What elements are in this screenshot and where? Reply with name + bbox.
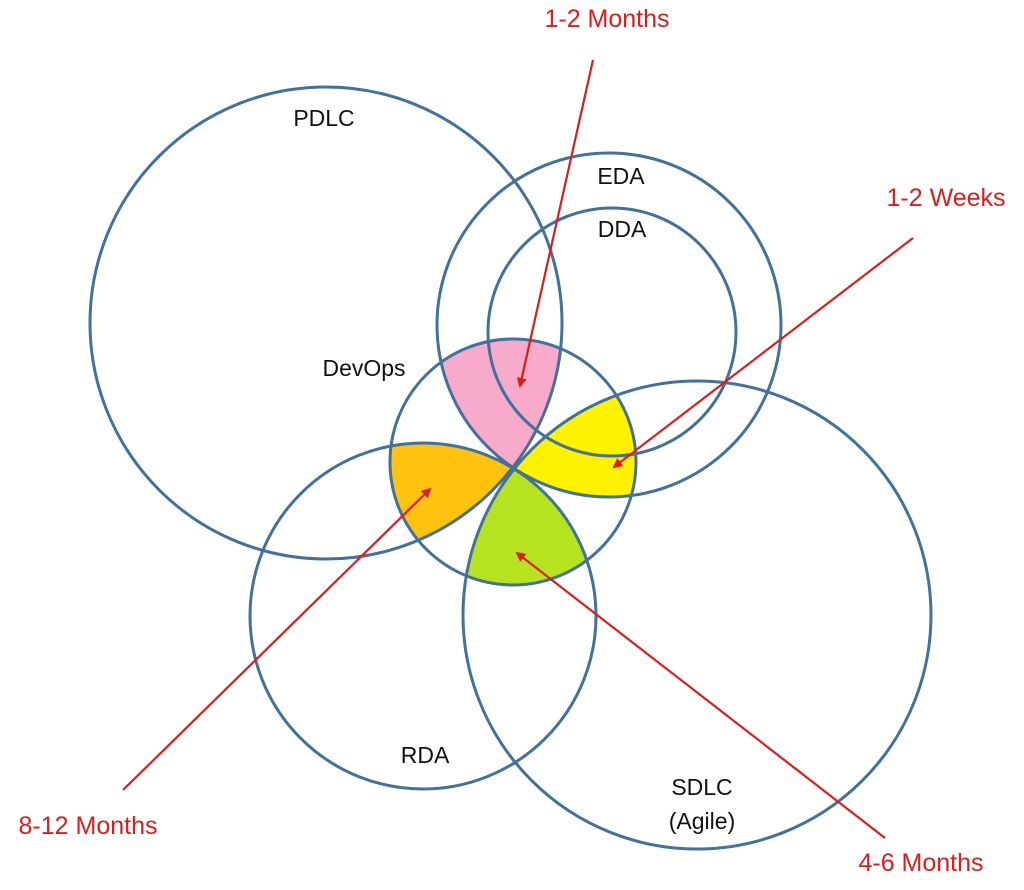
dda-circle <box>486 206 738 458</box>
annotation-top: 1-2 Months <box>544 5 669 33</box>
devops-circle <box>388 337 638 587</box>
arrow-top <box>516 59 595 388</box>
annotation-left-bottom: 8-12 Months <box>19 812 158 840</box>
arrow-right-bottom <box>515 551 886 839</box>
pdlc-circle <box>88 85 564 561</box>
eda-circle <box>435 151 783 499</box>
sdlc-agile-label: (Agile) <box>669 808 735 834</box>
rda-label: RDA <box>401 742 450 768</box>
eda-label: EDA <box>597 163 645 189</box>
rda-circle <box>248 441 598 791</box>
dda-label: DDA <box>598 216 647 242</box>
sdlc-circle <box>461 379 933 851</box>
devops-label: DevOps <box>322 355 405 381</box>
arrow-right <box>612 237 914 469</box>
pdlc-label: PDLC <box>293 105 354 131</box>
arrow-left-bottom <box>122 487 432 791</box>
sdlc-label: SDLC <box>671 774 732 800</box>
annotation-right-bottom: 4-6 Months <box>858 849 983 877</box>
annotation-right: 1-2 Weeks <box>886 184 1005 212</box>
